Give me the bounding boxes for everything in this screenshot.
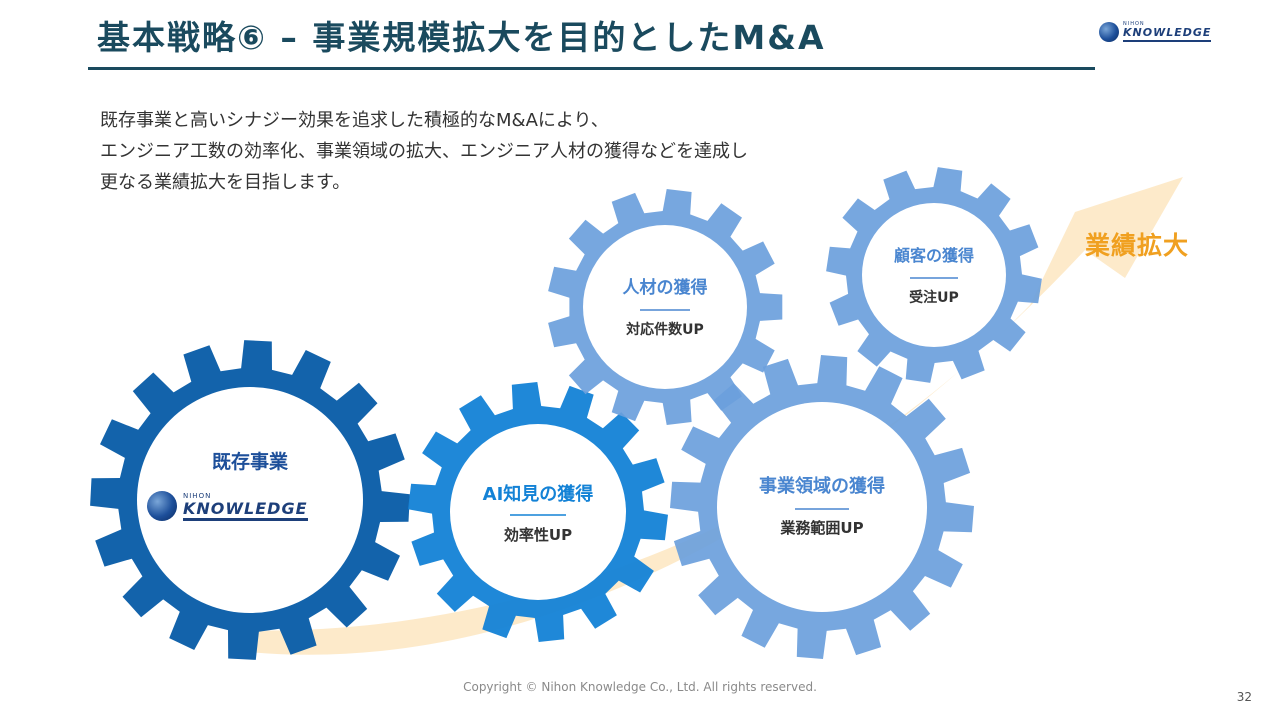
slide-title: 基本戦略⑥ – 事業規模拡大を目的としたM&A bbox=[97, 18, 826, 57]
logo-small-text: NIHON bbox=[183, 491, 212, 500]
globe-icon bbox=[1099, 21, 1119, 42]
goal-label: 業績拡大 bbox=[1085, 231, 1190, 260]
gear-existing-business: 既存事業 bbox=[90, 340, 410, 660]
gear-domain-subtitle: 業務範囲UP bbox=[779, 519, 863, 537]
gear-talent-face bbox=[583, 225, 747, 389]
logo-underline bbox=[183, 517, 308, 521]
globe-icon bbox=[147, 491, 177, 521]
gear-customer-acquisition: 顧客の獲得 受注UP bbox=[826, 167, 1042, 383]
gear-ai-subtitle: 効率性UP bbox=[504, 526, 572, 544]
gear-ai-title: AI知見の獲得 bbox=[483, 483, 594, 505]
gear-domain-face bbox=[717, 402, 927, 612]
page-number: 32 bbox=[1236, 690, 1252, 704]
growth-arrow bbox=[230, 177, 1183, 655]
gear-customer-subtitle: 受注UP bbox=[909, 289, 959, 306]
copyright-footer: Copyright © Nihon Knowledge Co., Ltd. Al… bbox=[463, 680, 817, 694]
gear-customer-title: 顧客の獲得 bbox=[894, 246, 974, 265]
title-divider bbox=[88, 67, 1095, 70]
gear-talent-acquisition: 人材の獲得 対応件数UP bbox=[548, 189, 783, 425]
gear-existing-title: 既存事業 bbox=[212, 450, 289, 473]
logo-main-text: KNOWLEDGE bbox=[183, 498, 308, 518]
gear-domain-expansion: 事業領域の獲得 業務範囲UP bbox=[670, 355, 974, 659]
gear-talent-subtitle: 対応件数UP bbox=[625, 321, 704, 338]
logo-main-text: KNOWLEDGE bbox=[1123, 26, 1212, 39]
intro-line-2: エンジニア工数の効率化、事業領域の拡大、エンジニア人材の獲得などを達成し bbox=[100, 141, 748, 162]
company-logo-gear: NIHON KNOWLEDGE bbox=[147, 491, 308, 521]
logo-small-text: NIHON bbox=[1123, 21, 1145, 27]
gear-ai-face bbox=[450, 424, 626, 600]
intro-line-3: 更なる業績拡大を目指します。 bbox=[100, 172, 351, 193]
company-logo-header: NIHON KNOWLEDGE bbox=[1099, 21, 1212, 42]
intro-line-1: 既存事業と高いシナジー効果を追求した積極的なM&Aにより、 bbox=[100, 110, 609, 131]
intro-text: 既存事業と高いシナジー効果を追求した積極的なM&Aにより、 エンジニア工数の効率… bbox=[100, 105, 748, 198]
gear-ai-knowledge: AI知見の獲得 効率性UP bbox=[408, 382, 668, 642]
gear-domain-title: 事業領域の獲得 bbox=[759, 475, 885, 497]
logo-underline bbox=[1123, 40, 1212, 42]
gear-talent-title: 人材の獲得 bbox=[623, 277, 708, 298]
gear-existing-face bbox=[137, 387, 363, 613]
gear-customer-face bbox=[862, 203, 1006, 347]
